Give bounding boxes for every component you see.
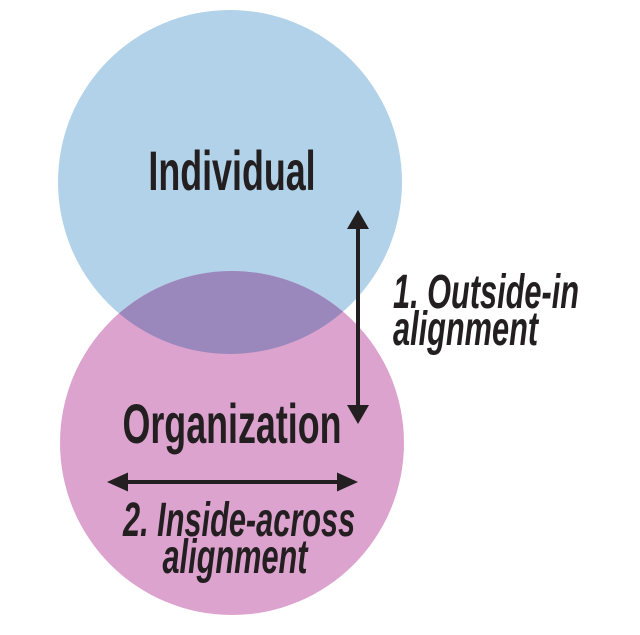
overlap-region [119,271,343,354]
organization-circle [60,271,404,615]
outside-in-arrow-icon [347,210,369,424]
individual-circle [58,10,402,354]
inside-across-arrow-icon [107,472,358,492]
outside-in-label-line2: alignment [393,303,539,356]
outside-in-label-line1: 1. Outside-in [393,266,580,319]
organization-label: Organization [122,392,342,455]
inside-across-label-line2: alignment [162,531,308,584]
individual-label: Individual [148,139,316,202]
inside-across-label: 2. Inside-across alignment [123,494,356,584]
outside-in-arrowhead-up [347,210,369,229]
inside-across-arrowhead-left [107,472,128,492]
inside-across-label-line1: 2. Inside-across [123,494,356,547]
inside-across-arrowhead-right [337,472,358,492]
outside-in-label: 1. Outside-in alignment [393,266,580,356]
outside-in-arrowhead-down [347,405,369,424]
